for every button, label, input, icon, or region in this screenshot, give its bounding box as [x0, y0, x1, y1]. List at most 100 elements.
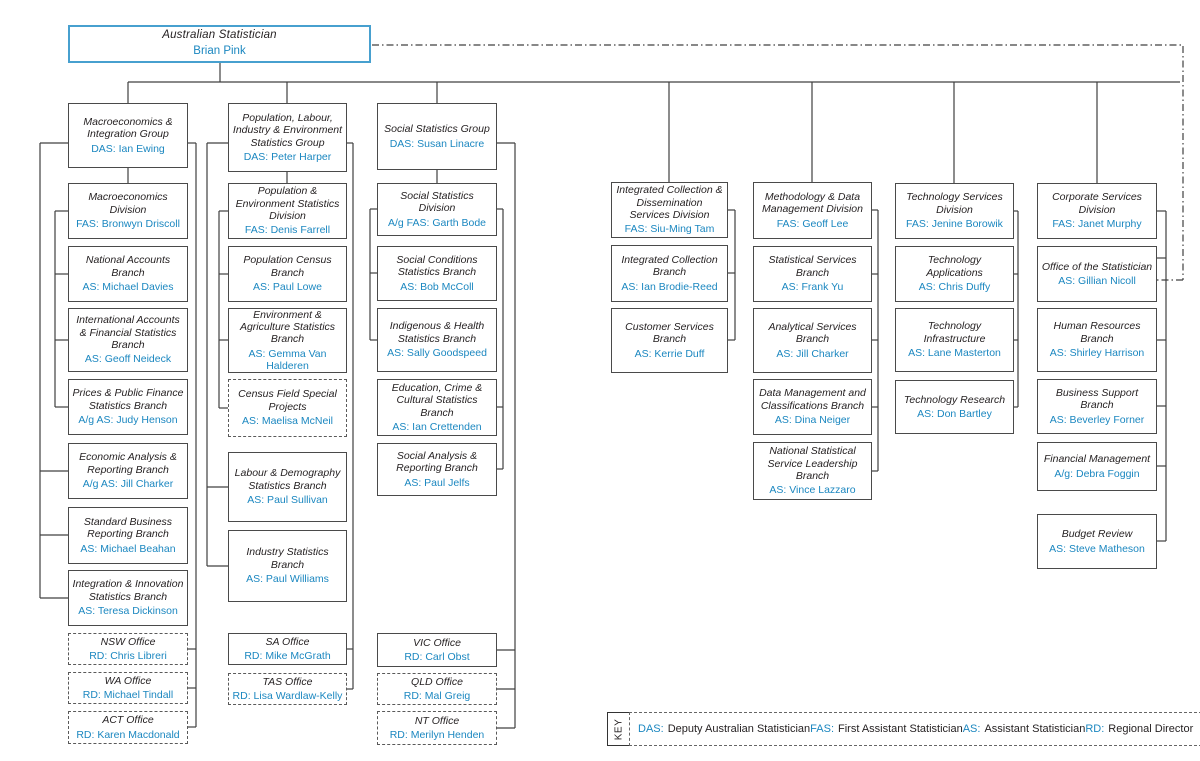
org-box-c1d: Prices & Public Finance Statistics Branc…	[68, 379, 188, 435]
org-box-name: FAS: Geoff Lee	[776, 217, 849, 230]
key-entry-das: DAS:Deputy Australian Statistician	[638, 723, 811, 735]
org-box-name: RD: Chris Libreri	[89, 650, 167, 662]
org-box-title: Social Analysis & Reporting Branch	[396, 449, 478, 475]
org-box-name: AS: Ian Brodie-Reed	[621, 280, 718, 293]
org-box-name: RD: Karen Macdonald	[76, 728, 180, 741]
org-box-name: AS: Michael Beahan	[80, 542, 176, 555]
org-box-name: AS: Lane Masterton	[908, 347, 1001, 360]
org-box-name: RD: Lisa Wardlaw-Kelly	[232, 690, 343, 702]
org-box-name: AS: Shirley Harrison	[1049, 347, 1145, 360]
org-box-name: FAS: Jenine Borowik	[906, 218, 1003, 231]
org-box-title: Industry Statistics Branch	[246, 546, 329, 571]
org-box-name: FAS: Janet Murphy	[1052, 218, 1142, 231]
org-box-title: Population Census Branch	[243, 254, 332, 279]
org-box-title: Business Support Branch	[1055, 386, 1139, 412]
org-box-title: NSW Office	[100, 635, 156, 648]
org-box-title: Economic Analysis & Reporting Branch	[79, 451, 177, 476]
org-box-root: Australian Statistician Brian Pink	[68, 25, 371, 63]
key-entry-fas: FAS:First Assistant Statistician	[810, 723, 963, 735]
org-box-title: Methodology & Data Management Division	[762, 190, 863, 216]
org-box-name: DAS: Peter Harper	[243, 150, 332, 163]
org-box-title: Technology Services Division	[906, 191, 1003, 216]
org-box-name: RD: Mike McGrath	[244, 650, 331, 662]
org-box-name: AS: Maelisa McNeil	[241, 415, 334, 428]
org-box-name: AS: Gemma Van Halderen	[248, 347, 327, 373]
org-box-c1g: Integration & Innovation Statistics Bran…	[68, 570, 188, 626]
key-entries: DAS:Deputy Australian Statistician FAS:F…	[629, 712, 1200, 746]
org-box-title: Education, Crime & Cultural Statistics B…	[391, 381, 483, 419]
org-box-title: ACT Office	[102, 714, 154, 727]
org-box-title: Integration & Innovation Statistics Bran…	[72, 578, 184, 603]
org-box-name: AS: Paul Williams	[246, 573, 329, 586]
key-label: KEY	[607, 712, 630, 746]
org-box-name: A/g FAS: Garth Bode	[387, 216, 487, 229]
root-name: Brian Pink	[193, 45, 246, 57]
org-box-title: Office of the Statistician	[1041, 260, 1153, 273]
org-box-title: Financial Management	[1043, 453, 1151, 466]
org-box-name: AS: Vince Lazzaro	[769, 484, 856, 497]
org-box-c5d: Data Management and Classifications Bran…	[753, 379, 872, 435]
org-box-title: Corporate Services Division	[1052, 191, 1142, 216]
org-box-title: WA Office	[104, 674, 152, 687]
org-box-name: AS: Don Bartley	[917, 408, 992, 420]
org-box-name: AS: Frank Yu	[781, 281, 844, 294]
org-box-name: RD: Michael Tindall	[82, 689, 174, 701]
org-box-title: VIC Office	[413, 636, 461, 649]
org-box-name: RD: Carl Obst	[404, 651, 470, 663]
org-box-title: NT Office	[414, 714, 460, 727]
key-label-text: KEY	[613, 718, 625, 740]
org-box-name: DAS: Ian Ewing	[91, 142, 165, 155]
org-box-title: Data Management and Classifications Bran…	[759, 387, 866, 412]
key-entry-rd: RD:Regional Director	[1085, 723, 1194, 735]
org-box-title: Technology Applications	[926, 254, 983, 279]
org-box-title: International Accounts & Financial Stati…	[76, 314, 180, 351]
org-box-name: DAS: Susan Linacre	[389, 137, 485, 150]
org-box-name: RD: Merilyn Henden	[389, 729, 485, 741]
org-box-title: National Statistical Service Leadership …	[767, 445, 858, 482]
org-box-name: AS: Dina Neiger	[774, 414, 851, 427]
org-box-title: Budget Review	[1061, 528, 1133, 541]
org-box-title: Social Statistics Group	[384, 123, 490, 136]
org-box-name: AS: Steve Matheson	[1049, 542, 1145, 555]
org-box-title: Macroeconomics & Integration Group	[83, 115, 173, 141]
org-box-c5e: National Statistical Service Leadership …	[753, 442, 872, 500]
org-box-c2c: Environment & Agriculture Statistics Bra…	[228, 308, 347, 373]
org-box-title: Integrated Collection Branch	[621, 253, 718, 279]
org-box-name: A/g AS: Judy Henson	[78, 414, 178, 427]
org-box-name: AS: Sally Goodspeed	[387, 347, 487, 360]
org-box-title: National Accounts Branch	[85, 254, 171, 279]
org-box-name: AS: Chris Duffy	[918, 281, 991, 294]
org-box-title: Analytical Services Branch	[768, 320, 857, 346]
org-box-title: TAS Office	[262, 675, 313, 688]
root-title: Australian Statistician	[162, 29, 277, 42]
org-box-name: AS: Teresa Dickinson	[78, 605, 178, 618]
org-box-title: Population & Environment Statistics Divi…	[235, 185, 340, 222]
